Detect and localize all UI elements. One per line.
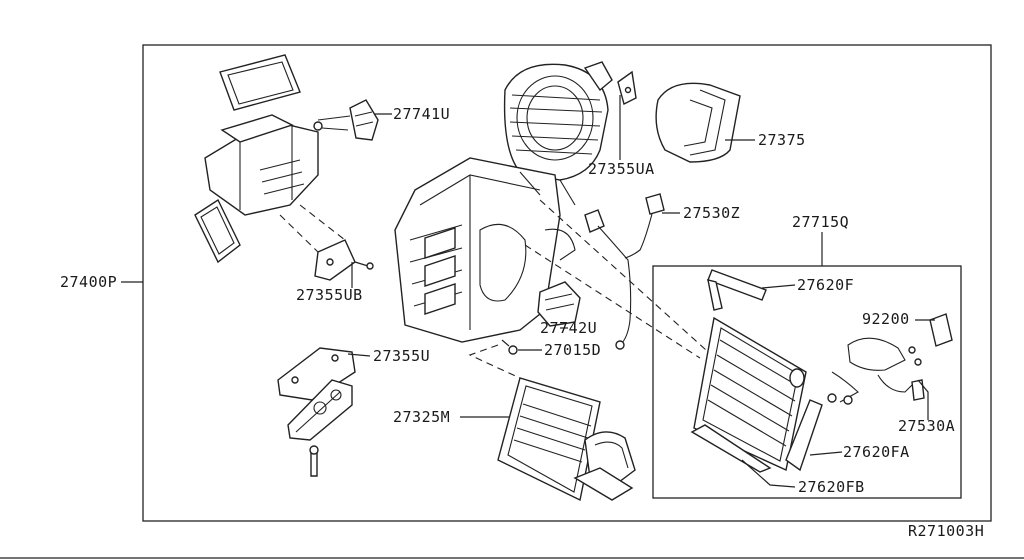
reference-code: R271003H [908, 522, 984, 540]
actuator-27741U [313, 99, 379, 141]
bolt-27015D [501, 339, 518, 355]
callout-27530Z: 27530Z [683, 204, 740, 222]
gasket-plate-27355U [277, 347, 356, 477]
callout-27620FB: 27620FB [798, 478, 865, 496]
evaporator-subassembly-frame [652, 265, 962, 499]
intake-duct-assembly [194, 54, 319, 264]
heater-core-27325M [497, 377, 636, 502]
callout-27355U: 27355U [373, 347, 430, 365]
callout-27015D: 27015D [544, 341, 601, 359]
callout-27355UB: 27355UB [296, 286, 363, 304]
filter-cover-27375 [655, 82, 741, 163]
callout-27530A: 27530A [898, 417, 955, 435]
wire-harness-27530Z [584, 193, 665, 350]
bracket-27355UA [617, 70, 637, 106]
callout-27741U: 27741U [393, 105, 450, 123]
callout-27325M: 27325M [393, 408, 450, 426]
callout-27620FA: 27620FA [843, 443, 910, 461]
callout-27355UA: 27355UA [588, 160, 655, 178]
callout-27400P: 27400P [60, 273, 117, 291]
blower-housing [503, 61, 613, 181]
callout-27620F: 27620F [797, 276, 854, 294]
bracket-27355UB [314, 239, 374, 281]
callout-92200: 92200 [862, 310, 910, 328]
main-case-assembly [394, 157, 576, 343]
outer-frame [142, 44, 992, 522]
callout-27742U: 27742U [540, 319, 597, 337]
evaporator-subassembly-parts [690, 269, 953, 473]
callout-27375: 27375 [758, 131, 806, 149]
dashed-assembly-lines [279, 199, 707, 379]
actuator-27742U [537, 281, 581, 327]
callout-27715Q: 27715Q [792, 213, 849, 231]
leader-lines [121, 95, 935, 488]
